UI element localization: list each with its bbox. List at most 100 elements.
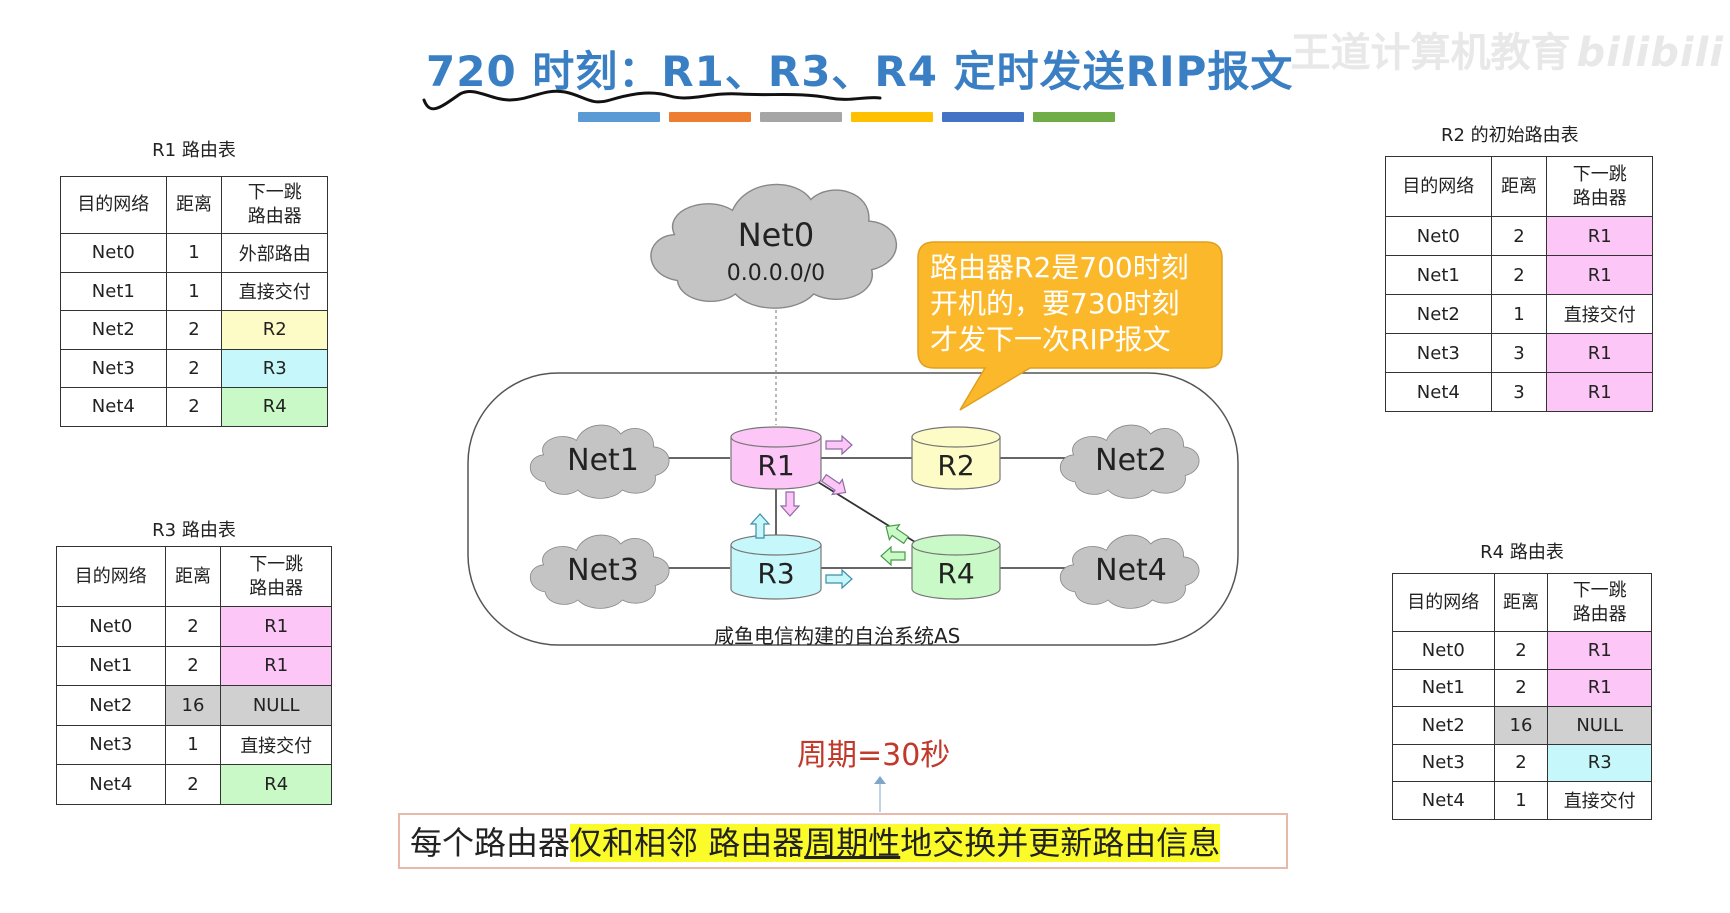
period-pointer-arrow xyxy=(874,776,886,812)
r4-to-r3-arrow xyxy=(880,545,906,567)
r1-to-r2-arrow xyxy=(825,434,853,456)
net0-label: Net0 xyxy=(738,216,815,254)
cell-dest: Net3 xyxy=(1392,743,1495,782)
cell-dist: 3 xyxy=(1490,372,1548,412)
title-colorbar-5 xyxy=(942,112,1024,122)
router-r4: R4 xyxy=(911,534,1001,600)
cell-next: R1 xyxy=(220,645,332,686)
cell-dest: Net3 xyxy=(60,348,167,388)
header-dest: 目的网络 xyxy=(1385,156,1492,217)
router-r2: R2 xyxy=(911,426,1001,490)
title-colorbar-6 xyxy=(1033,112,1115,122)
cell-dest: Net4 xyxy=(1392,781,1495,820)
cell-dist: 1 xyxy=(1490,294,1548,334)
r2-callout-bubble xyxy=(917,241,1223,411)
header-next: 下一跳路由器 xyxy=(1546,156,1653,217)
cell-dist: 2 xyxy=(165,387,223,427)
cell-dest: Net1 xyxy=(1385,255,1492,295)
callout-line-3: 才发下一次RIP报文 xyxy=(930,323,1171,356)
callout-line-2: 开机的，要730时刻 xyxy=(930,287,1180,320)
as-boundary xyxy=(467,372,1239,646)
cell-dest: Net4 xyxy=(60,387,167,427)
page-title: 720 时刻：R1、R3、R4 定时发送RIP报文 xyxy=(426,47,1294,96)
header-dest: 目的网络 xyxy=(60,176,167,234)
cell-dist: 1 xyxy=(165,271,223,311)
cell-dest: Net1 xyxy=(56,645,166,686)
cell-dest: Net4 xyxy=(56,764,166,805)
r3-to-r4-arrow xyxy=(825,568,853,590)
cell-dest: Net2 xyxy=(56,685,166,726)
router-r3-label: R3 xyxy=(757,557,794,590)
title-colorbar-4 xyxy=(851,112,933,122)
cell-dist: 2 xyxy=(165,348,223,388)
watermark-channel: 王道计算机教育 xyxy=(1290,30,1571,76)
cell-next: R1 xyxy=(1546,216,1653,256)
r1-to-r4-arrow xyxy=(820,473,847,496)
cell-next: R1 xyxy=(1547,668,1652,707)
cell-dest: Net0 xyxy=(1385,216,1492,256)
title-colorbar-3 xyxy=(760,112,842,122)
cell-dest: Net2 xyxy=(1392,706,1495,745)
summary-text: 每个路由器仅和相邻 路由器周期性地交换并更新路由信息 xyxy=(410,818,1221,864)
cell-dist: 2 xyxy=(1490,216,1548,256)
watermark-brand: bilibili xyxy=(1576,30,1724,76)
cell-next: R3 xyxy=(1547,743,1652,782)
cell-dest: Net0 xyxy=(1392,631,1495,670)
header-dist: 距离 xyxy=(1493,573,1549,632)
router-r4-label: R4 xyxy=(937,557,974,590)
cell-next: R1 xyxy=(1546,255,1653,295)
cell-next: 直接交付 xyxy=(220,724,332,765)
summary-highlight-1: 仅和相邻 路由器周期性地交换并更新路由信息 xyxy=(570,824,1221,862)
r3-to-r1-arrow xyxy=(749,513,771,539)
net0-address: 0.0.0.0/0 xyxy=(727,261,825,286)
r1-to-r3-arrow xyxy=(779,491,801,517)
cell-next: R4 xyxy=(221,387,328,427)
router-r1: R1 xyxy=(730,426,822,490)
title-colorbar-1 xyxy=(578,112,660,122)
header-dist: 距离 xyxy=(1490,156,1548,217)
header-dest: 目的网络 xyxy=(56,546,166,607)
r2-callout-text: 路由器R2是700时刻 开机的，要730时刻 才发下一次RIP报文 xyxy=(930,250,1230,358)
cell-next: 直接交付 xyxy=(1547,781,1652,820)
header-next: 下一跳路由器 xyxy=(1547,573,1652,632)
net1-label: Net1 xyxy=(567,443,639,478)
summary-part-2: 仅和相邻 xyxy=(570,824,699,862)
cell-dest: Net4 xyxy=(1385,372,1492,412)
cell-next: R1 xyxy=(1547,631,1652,670)
cell-dist: 2 xyxy=(164,764,222,805)
cell-dest: Net2 xyxy=(1385,294,1492,334)
cell-dest: Net2 xyxy=(60,310,167,350)
header-dist: 距离 xyxy=(165,176,223,234)
r4-to-r1-arrow xyxy=(885,523,910,545)
header-next: 下一跳路由器 xyxy=(221,176,328,234)
summary-part-4: 周期性 xyxy=(804,824,901,862)
cell-dist: 3 xyxy=(1490,333,1548,373)
header-dest: 目的网络 xyxy=(1392,573,1495,632)
cell-next: R1 xyxy=(1546,333,1653,373)
period-label: 周期=30秒 xyxy=(797,738,951,773)
r2-table-caption: R2 的初始路由表 xyxy=(1441,125,1579,146)
cell-dest: Net1 xyxy=(60,271,167,311)
cell-dest: Net1 xyxy=(1392,668,1495,707)
title-underline-squiggle xyxy=(422,89,882,111)
router-r2-label: R2 xyxy=(937,449,974,482)
summary-part-3: 路由器 xyxy=(698,824,805,862)
cell-dist: 2 xyxy=(1490,255,1548,295)
r1-table-caption: R1 路由表 xyxy=(152,140,236,161)
